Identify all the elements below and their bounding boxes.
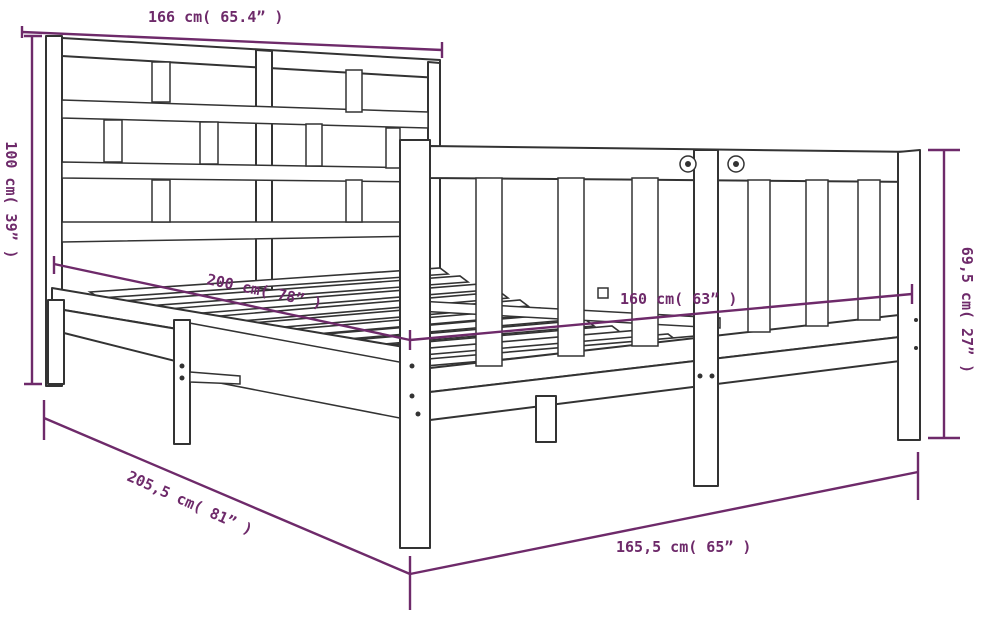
side-rail — [47, 287, 411, 445]
label-overall-length: 205,5 cm( 81” ) — [124, 467, 255, 539]
footboard-baluster — [631, 177, 659, 347]
dim-overall-width-line — [409, 470, 919, 576]
dim-mattress-length-line — [53, 262, 411, 342]
footboard-top-rail — [429, 145, 921, 183]
footboard-baluster — [557, 177, 585, 357]
footboard-baluster — [475, 177, 503, 367]
footboard-center-post — [693, 149, 719, 487]
dimension-lines — [20, 26, 960, 610]
headboard-block — [199, 121, 219, 165]
headboard-block — [305, 123, 323, 167]
dim-headboard-width-line — [21, 30, 443, 52]
brace — [189, 371, 241, 385]
headboard-block — [345, 69, 363, 113]
headboard-block — [385, 127, 401, 169]
headboard-top-rail — [61, 37, 441, 79]
headboard-block — [151, 61, 171, 103]
footboard-baluster — [857, 179, 881, 321]
leg-inner — [535, 395, 557, 443]
label-footboard-height: 69,5 cm( 27” ) — [958, 247, 976, 373]
slat-bracket — [597, 287, 609, 299]
label-headboard-width: 166 cm( 65.4” ) — [148, 8, 283, 26]
footboard-baluster — [747, 179, 771, 333]
dim-mattress-width-line — [409, 292, 913, 342]
dim-overall-length-line — [43, 416, 411, 576]
headboard-rail-3 — [61, 221, 429, 243]
label-overall-width: 165,5 cm( 65” ) — [616, 538, 751, 556]
headboard-rail-2 — [61, 161, 429, 183]
headboard-block — [345, 179, 363, 223]
headboard-block — [103, 119, 123, 163]
headboard-rail-1 — [61, 99, 429, 129]
label-headboard-height-vertical: 100 cm( 39” ) — [2, 141, 20, 258]
headboard-block — [151, 179, 171, 223]
footboard-left-post — [399, 139, 431, 549]
headboard — [45, 35, 441, 387]
label-mattress-width: 160 cm( 63” ) — [620, 290, 737, 308]
leg-middle-left — [173, 319, 191, 445]
leg-back-left — [47, 299, 65, 385]
footboard-baluster — [805, 179, 829, 327]
